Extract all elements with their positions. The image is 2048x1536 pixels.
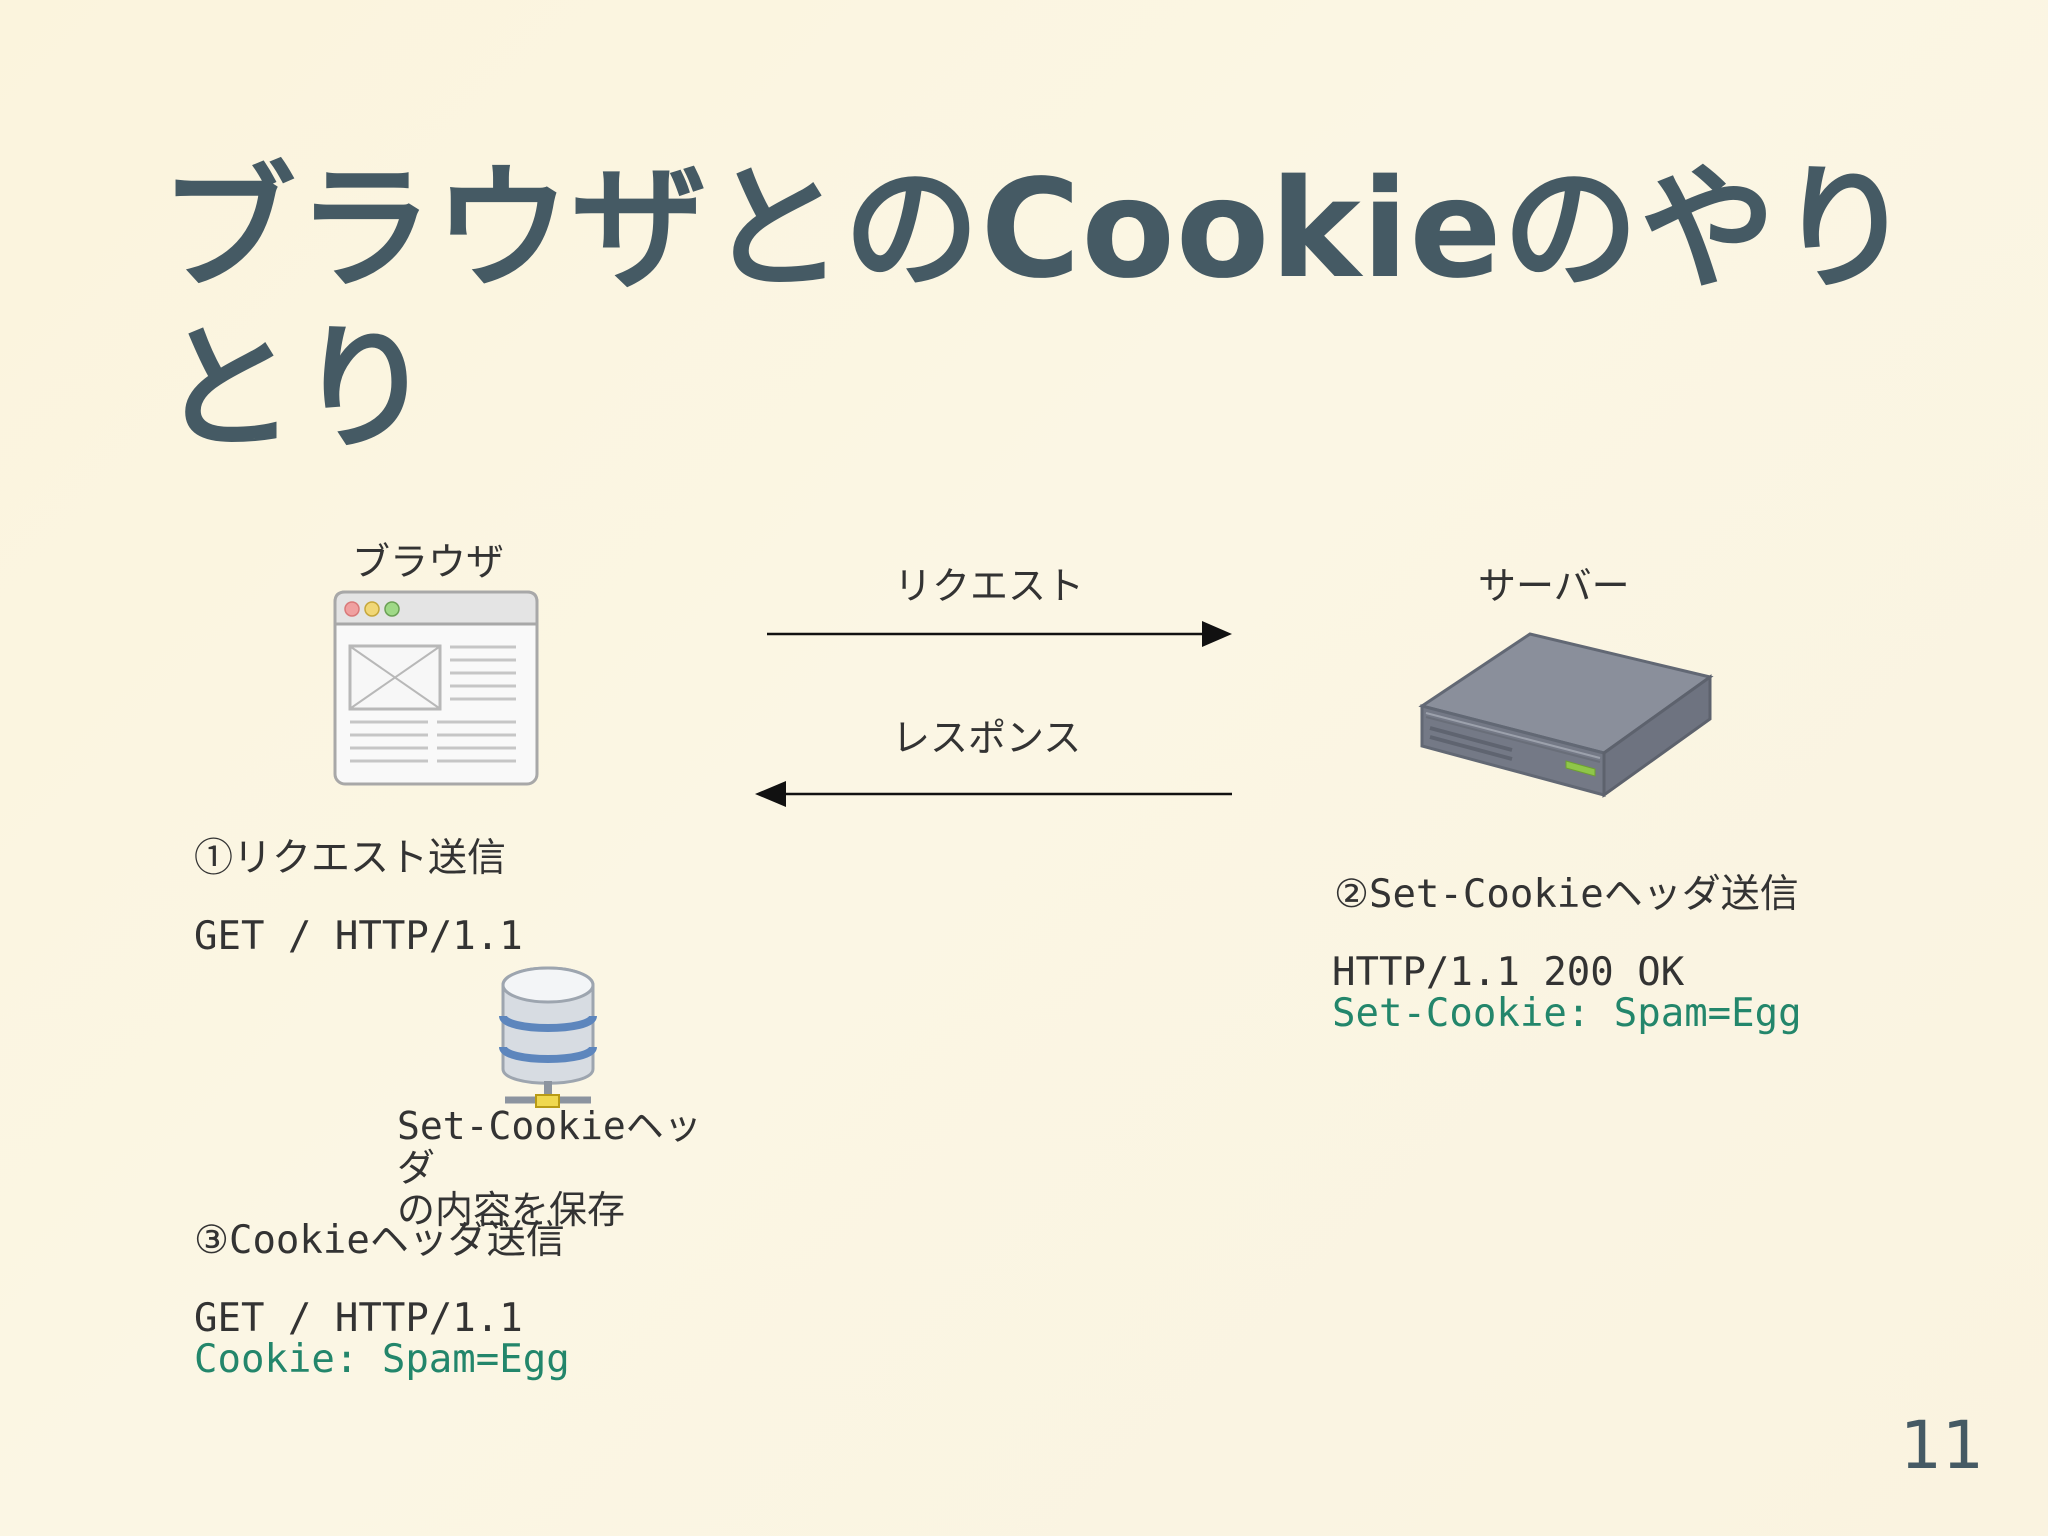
page-number: 11 [1900,1407,1984,1484]
database-icon [499,966,597,1108]
browser-window-icon [333,590,539,786]
browser-label: ブラウザ [352,540,505,584]
step1-request-code: GET / HTTP/1.1 [194,914,523,959]
arrow-right-icon [767,621,1232,647]
step3-cookie-header: Cookie: Spam=Egg [194,1337,570,1382]
step2-set-cookie-header: Set-Cookie: Spam=Egg [1332,991,1802,1036]
step1-label: ①リクエスト送信 [194,836,507,881]
database-save-caption: Set-Cookieヘッダ の内容を保存 [397,1104,702,1232]
server-label: サーバー [1478,564,1630,608]
step2-response-status: HTTP/1.1 200 OK [1332,950,1685,995]
server-icon [1418,632,1714,798]
request-label: リクエスト [894,564,1085,608]
step2-label: ②Set-Cookieヘッダ送信 [1334,872,1799,917]
slide-title: ブラウザとのCookieのやりとり [160,151,1914,469]
response-label: レスポンス [892,716,1082,760]
step3-label: ③Cookieヘッダ送信 [194,1218,565,1263]
arrow-left-icon [755,781,1232,807]
step3-request-line: GET / HTTP/1.1 [194,1296,523,1341]
